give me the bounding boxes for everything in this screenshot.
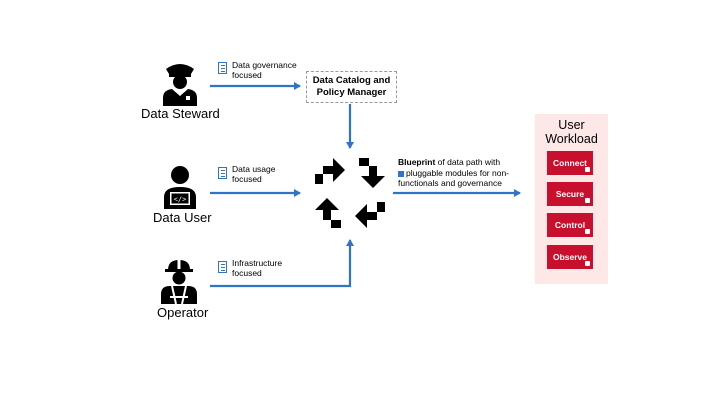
operator-note-line-2: focused	[232, 268, 262, 278]
operator-focus-note: Infrastructure focused	[232, 258, 282, 278]
user-focus-note: Data usage focused	[232, 164, 275, 184]
police-officer-icon	[163, 64, 197, 106]
hard-hat-worker-icon	[161, 260, 197, 304]
catalog-line-1: Data Catalog and	[312, 75, 391, 86]
connect-label: Connect	[553, 158, 587, 168]
workload-title-line-2: Workload	[545, 132, 598, 146]
workload-title: User Workload	[535, 114, 608, 146]
operator-note-line-1: Infrastructure	[232, 258, 283, 268]
data-catalog-box: Data Catalog and Policy Manager	[306, 71, 397, 103]
module-cube-icon	[585, 261, 590, 266]
module-cube-icon	[585, 229, 590, 234]
data-user-label: Data User	[153, 210, 212, 225]
data-steward-label: Data Steward	[141, 106, 220, 121]
steward-note-line-2: focused	[232, 70, 262, 80]
operator-to-blueprint-arrow	[210, 239, 354, 288]
blueprint-line-2: pluggable modules for non-	[406, 167, 510, 178]
document-icon	[218, 167, 227, 179]
svg-text:</>: </>	[174, 196, 187, 204]
module-cube-icon	[585, 198, 590, 203]
laptop-user-icon: </>	[164, 166, 196, 209]
steward-focus-note: Data governance focused	[232, 60, 297, 80]
module-cube-icon	[585, 167, 590, 172]
operator-label: Operator	[157, 305, 209, 320]
connect-module[interactable]: Connect	[547, 151, 593, 175]
cycle-arrows-icon	[315, 158, 385, 228]
control-label: Control	[554, 220, 586, 230]
catalog-line-2: Policy Manager	[316, 87, 387, 98]
blueprint-line-3: functionals and governance	[398, 178, 502, 188]
steward-note-line-1: Data governance	[232, 60, 297, 70]
secure-label: Secure	[555, 189, 585, 199]
blueprint-line-1: of data path with	[435, 157, 501, 167]
document-icon	[218, 62, 227, 74]
secure-module[interactable]: Secure	[547, 182, 593, 206]
workload-title-line-1: User	[558, 118, 585, 132]
user-note-line-2: focused	[232, 174, 262, 184]
blueprint-bold: Blueprint	[398, 157, 436, 167]
document-icon	[218, 261, 227, 273]
observe-label: Observe	[552, 252, 588, 262]
observe-module[interactable]: Observe	[547, 245, 593, 269]
control-module[interactable]: Control	[547, 213, 593, 237]
module-cube-icon	[398, 170, 404, 177]
blueprint-description: Blueprint of data path with pluggable mo…	[398, 157, 528, 189]
user-note-line-1: Data usage	[232, 164, 276, 174]
